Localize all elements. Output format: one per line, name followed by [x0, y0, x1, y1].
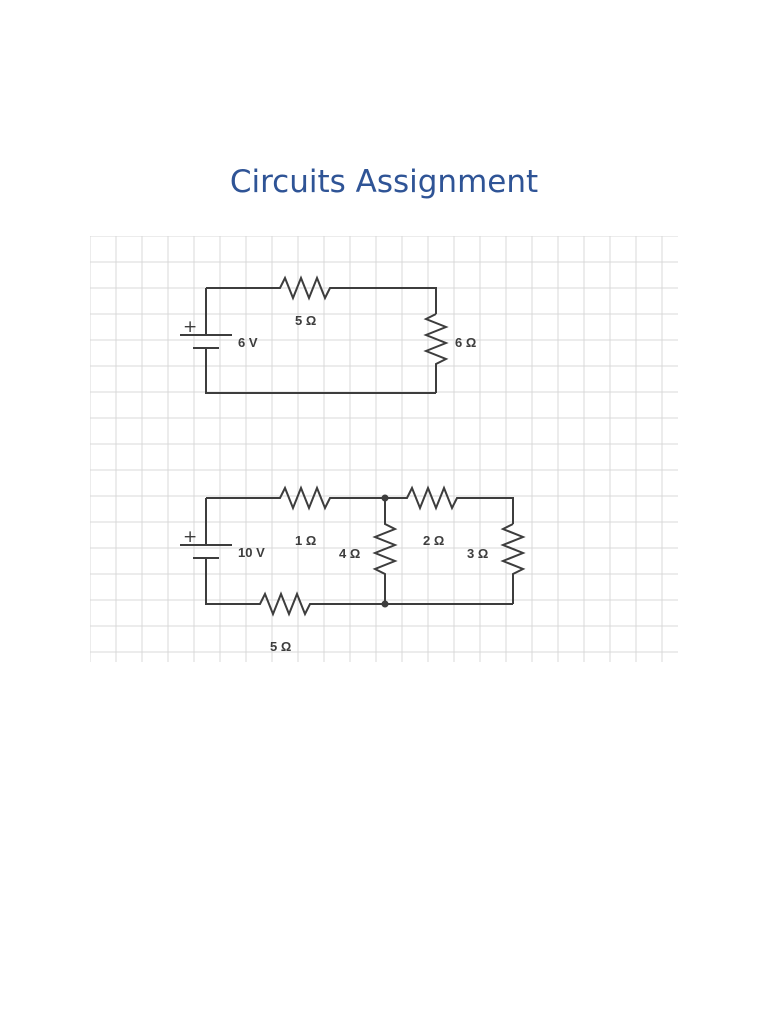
circuit-2-bottom-left-wire-with-resistor: [205, 558, 385, 617]
circuit-2-resistor-top-left-label: 1 Ω: [295, 533, 316, 548]
circuit-2-middle-resistor: [372, 498, 398, 604]
circuit-2-top-right-wire-with-resistor: [385, 485, 514, 524]
circuit-2-battery-label: 10 V: [238, 545, 265, 560]
circuit-diagram-svg: + 6 V 5 Ω 6 Ω +: [90, 236, 678, 662]
circuit-1-right-resistor: [423, 313, 449, 393]
circuit-1-battery-label: 6 V: [238, 335, 258, 350]
circuit-1-battery-plus-sign: +: [183, 317, 197, 337]
circuit-1-resistor-top-label: 5 Ω: [295, 313, 316, 328]
circuit-2-right-resistor: [500, 523, 526, 604]
circuit-2-top-left-wire-with-resistor: [206, 485, 385, 511]
circuit-2-bottom-junction-node: [381, 600, 389, 608]
circuit-2-battery-plus-sign: +: [183, 527, 197, 547]
circuit-diagram-figure: + 6 V 5 Ω 6 Ω +: [90, 236, 678, 662]
page-title: Circuits Assignment: [229, 164, 539, 200]
circuit-2-resistor-bottom-label: 5 Ω: [270, 639, 291, 654]
circuit-2-resistor-middle-label: 4 Ω: [339, 546, 360, 561]
grid-background: [90, 236, 678, 662]
circuit-1-resistor-right-label: 6 Ω: [455, 335, 476, 350]
circuit-1: + 6 V 5 Ω 6 Ω: [180, 275, 476, 394]
circuit-1-top-wire-with-resistor: [206, 275, 437, 314]
circuit-1-bottom-wire: [205, 348, 436, 394]
circuit-2-resistor-right-label: 3 Ω: [467, 546, 488, 561]
circuit-2-resistor-top-right-label: 2 Ω: [423, 533, 444, 548]
circuit-2: + 10 V 1 Ω 4 Ω 2 Ω 3 Ω 5 Ω: [180, 485, 526, 654]
circuit-2-top-junction-node: [381, 494, 389, 502]
